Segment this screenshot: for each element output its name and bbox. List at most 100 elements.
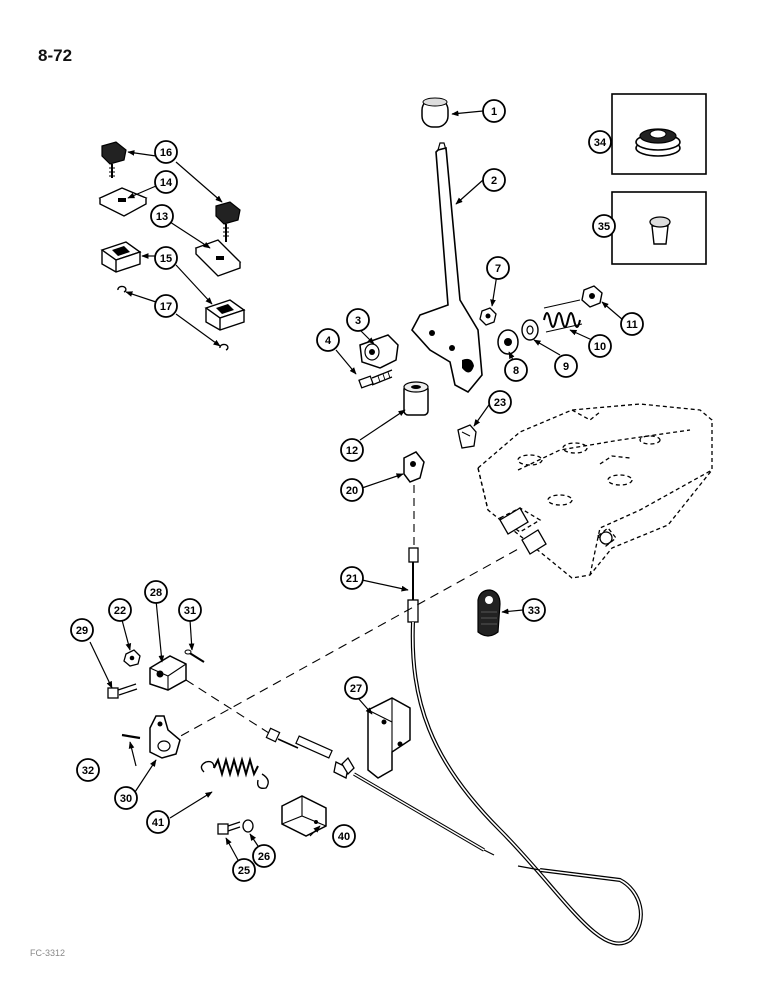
callout-35: 35: [592, 214, 616, 238]
callout-label: 25: [238, 865, 250, 877]
callout-circle: [146, 810, 170, 834]
callout-label: 1: [491, 106, 497, 118]
callout-11: 11: [620, 312, 644, 336]
callout-label: 4: [325, 335, 332, 347]
figure-code: FC-3312: [30, 948, 66, 958]
part-40-bracket: [281, 795, 327, 837]
callout-17: 17: [154, 294, 178, 318]
part-30-lever: [149, 715, 181, 759]
callout-label: 34: [594, 137, 607, 149]
part-26-washer: [242, 819, 254, 833]
callout-circle: [340, 478, 364, 502]
assembly-line-28: [185, 679, 273, 736]
callout-label: 13: [156, 211, 168, 223]
part-20-clevis: [403, 451, 425, 483]
callout-label: 9: [563, 361, 569, 373]
callout-circle: [114, 786, 138, 810]
part-22-nut: [123, 649, 141, 667]
callout-circle: [178, 598, 202, 622]
part-13-plate: [194, 239, 242, 277]
callout-circle: [252, 844, 276, 868]
callout-21: 21: [340, 566, 364, 590]
callout-circle: [70, 618, 94, 642]
part-31-pin: [184, 649, 205, 663]
callout-4: 4: [316, 328, 340, 352]
callout-3: 3: [346, 308, 370, 332]
callout-circle: [150, 204, 174, 228]
part-10-spring: [543, 299, 583, 333]
part-27-bracket: [367, 697, 411, 779]
callout-34: 34: [588, 130, 612, 154]
callout-circle: [592, 214, 616, 238]
callout-circle: [620, 312, 644, 336]
callout-circle: [488, 390, 512, 414]
callout-22: 22: [108, 598, 132, 622]
callout-31: 31: [178, 598, 202, 622]
part-4-bolt: [358, 369, 393, 389]
page-number: 8-72: [38, 46, 73, 65]
leader-lines: [89, 110, 624, 861]
callout-circle: [554, 354, 578, 378]
callout-label: 26: [258, 851, 270, 863]
callout-28: 28: [144, 580, 168, 604]
inset-35: [611, 191, 707, 265]
callout-1: 1: [482, 99, 506, 123]
callout-29: 29: [70, 618, 94, 642]
callout-26: 26: [252, 844, 276, 868]
part-9-washer: [521, 319, 539, 341]
callout-label: 7: [495, 263, 501, 275]
callout-10: 10: [588, 334, 612, 358]
callout-15: 15: [154, 246, 178, 270]
callout-circle: [486, 256, 510, 280]
part-17-clip-b: [219, 343, 229, 351]
part-8-washer: [497, 329, 519, 355]
callout-40: 40: [332, 824, 356, 848]
callout-label: 15: [160, 253, 172, 265]
part-21-cable: [407, 547, 643, 946]
valve-ports: [499, 507, 613, 555]
callout-circle: [332, 824, 356, 848]
callout-12: 12: [340, 438, 364, 462]
callout-23: 23: [488, 390, 512, 414]
part-17-clip-a: [117, 285, 127, 293]
part-28-clevis: [149, 655, 187, 691]
assembly-line-30: [167, 547, 521, 744]
callout-label: 23: [494, 397, 506, 409]
callout-27: 27: [344, 676, 368, 700]
part-25-bolt: [217, 821, 241, 835]
callout-circle: [588, 130, 612, 154]
callout-label: 32: [82, 765, 94, 777]
callout-9: 9: [554, 354, 578, 378]
callout-16: 16: [154, 140, 178, 164]
callout-circle: [522, 598, 546, 622]
callout-circle: [108, 598, 132, 622]
callout-33: 33: [522, 598, 546, 622]
part-23-clip: [457, 424, 477, 449]
part-41-spring: [200, 756, 269, 790]
part-12-bushing: [403, 381, 429, 416]
part-14-plate: [98, 187, 148, 217]
callout-label: 33: [528, 605, 540, 617]
part-15-block-b: [204, 299, 246, 331]
part-7-nut: [479, 307, 497, 326]
callout-circle: [316, 328, 340, 352]
callout-label: 14: [160, 177, 173, 189]
callout-20: 20: [340, 478, 364, 502]
callout-circle: [154, 294, 178, 318]
callout-label: 29: [76, 625, 88, 637]
callout-circle: [144, 580, 168, 604]
callout-label: 22: [114, 605, 126, 617]
valve-block: [477, 403, 713, 579]
callout-label: 28: [150, 587, 162, 599]
part-2-lever: [411, 142, 483, 394]
callout-label: 35: [598, 221, 610, 233]
callout-label: 12: [346, 445, 358, 457]
callout-25: 25: [232, 858, 256, 882]
callout-circle: [340, 438, 364, 462]
callout-label: 11: [626, 319, 638, 331]
lower-cable: [265, 727, 495, 856]
callout-label: 20: [346, 485, 358, 497]
part-16-thumbscrew-b: [215, 201, 241, 242]
callout-label: 31: [184, 605, 196, 617]
